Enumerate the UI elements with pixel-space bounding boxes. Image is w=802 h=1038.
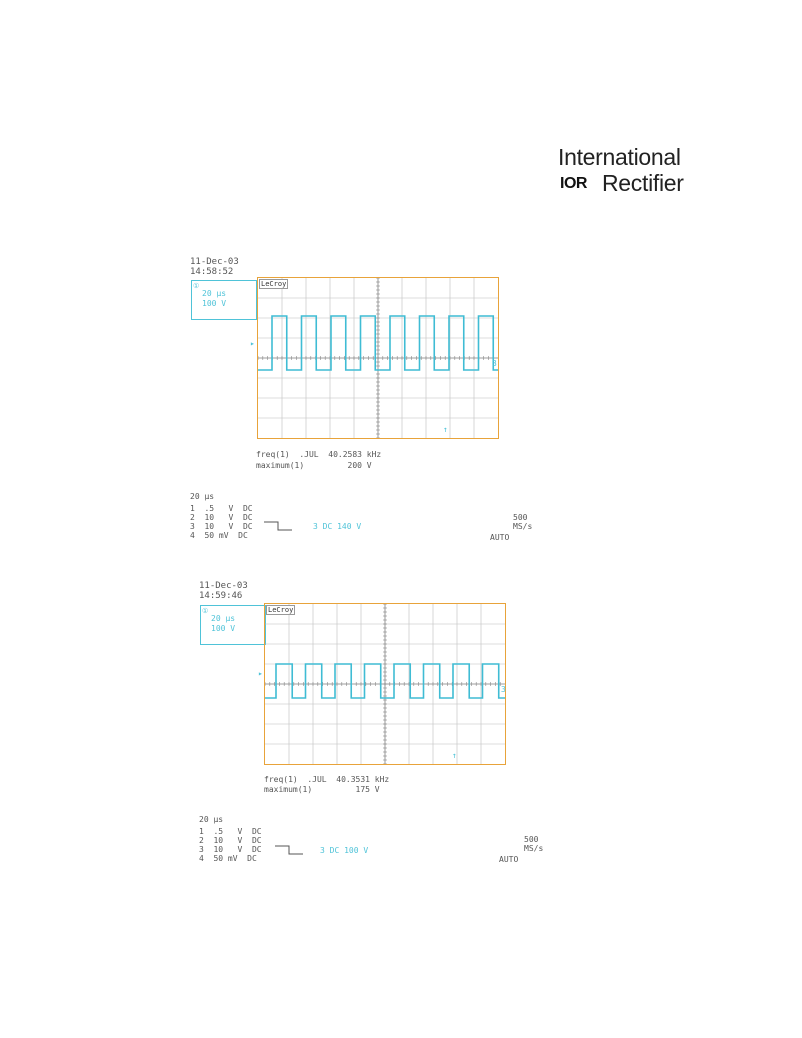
trigger-edge-icon: [264, 521, 292, 531]
volts-per-div: 100 V: [211, 624, 236, 633]
trigger-position-icon: ↑: [443, 425, 448, 434]
measurement-freq: freq(1) .JUL 40.3531 kHz: [264, 775, 390, 784]
channel-marker-icon: 3: [492, 359, 497, 368]
capture-date: 11-Dec-03: [199, 581, 248, 591]
scope-screen: LeCroy: [264, 603, 506, 765]
trigger-position-icon: ↑: [452, 751, 457, 760]
channel-settings-box: ① 20 µs 100 V: [191, 280, 257, 320]
channel-badge-icon: ①: [193, 282, 200, 290]
channel-1-setup: 1 .5 V DC: [199, 827, 262, 836]
trigger-setting: 3 DC 140 V: [313, 522, 362, 531]
trigger-edge-icon: [275, 845, 303, 855]
channel-badge-icon: ①: [202, 607, 209, 615]
trigger-mode: AUTO: [490, 533, 510, 542]
trigger-mode: AUTO: [499, 855, 519, 864]
graticule: [265, 604, 505, 764]
logo-line1: International: [558, 144, 681, 170]
measurement-max: maximum(1) 200 V: [256, 461, 372, 470]
channel-3-setup: 3 10 V DC: [190, 522, 253, 531]
timebase-footer: 20 µs: [190, 492, 215, 501]
scope-screen: LeCroy: [257, 277, 499, 439]
oscilloscope-capture-1: 11-Dec-03 14:58:52 ① 20 µs 100 V LeCroy …: [190, 257, 550, 577]
ior-mark: IOR: [560, 175, 587, 192]
sample-rate: 500 MS/s: [524, 835, 544, 853]
timebase-value: 20 µs: [202, 289, 227, 298]
timebase-footer: 20 µs: [199, 815, 224, 824]
channel-2-setup: 2 10 V DC: [190, 513, 253, 522]
capture-time: 14:59:46: [199, 591, 243, 601]
channel-4-setup: 4 50 mV DC: [190, 531, 248, 540]
logo-line2: Rectifier: [602, 170, 684, 196]
volts-per-div: 100 V: [202, 299, 227, 308]
channel-3-setup: 3 10 V DC: [199, 845, 262, 854]
channel-marker-icon: 3: [501, 685, 506, 694]
graticule: [258, 278, 498, 438]
channel-settings-box: ① 20 µs 100 V: [200, 605, 266, 645]
timebase-value: 20 µs: [211, 614, 236, 623]
capture-date: 11-Dec-03: [190, 257, 239, 267]
channel-4-setup: 4 50 mV DC: [199, 854, 257, 863]
trigger-setting: 3 DC 100 V: [320, 846, 369, 855]
channel-2-setup: 2 10 V DC: [199, 836, 262, 845]
sample-rate: 500 MS/s: [513, 513, 533, 531]
brand-label: LeCroy: [259, 279, 289, 289]
measurement-max: maximum(1) 175 V: [264, 785, 380, 794]
ground-marker-icon: ▸: [250, 339, 255, 348]
capture-time: 14:58:52: [190, 267, 234, 277]
brand-label: LeCroy: [266, 605, 296, 615]
measurement-freq: freq(1) .JUL 40.2583 kHz: [256, 450, 382, 459]
ground-marker-icon: ▸: [258, 669, 263, 678]
channel-1-setup: 1 .5 V DC: [190, 504, 253, 513]
oscilloscope-capture-2: 11-Dec-03 14:59:46 ① 20 µs 100 V LeCroy …: [199, 581, 559, 901]
